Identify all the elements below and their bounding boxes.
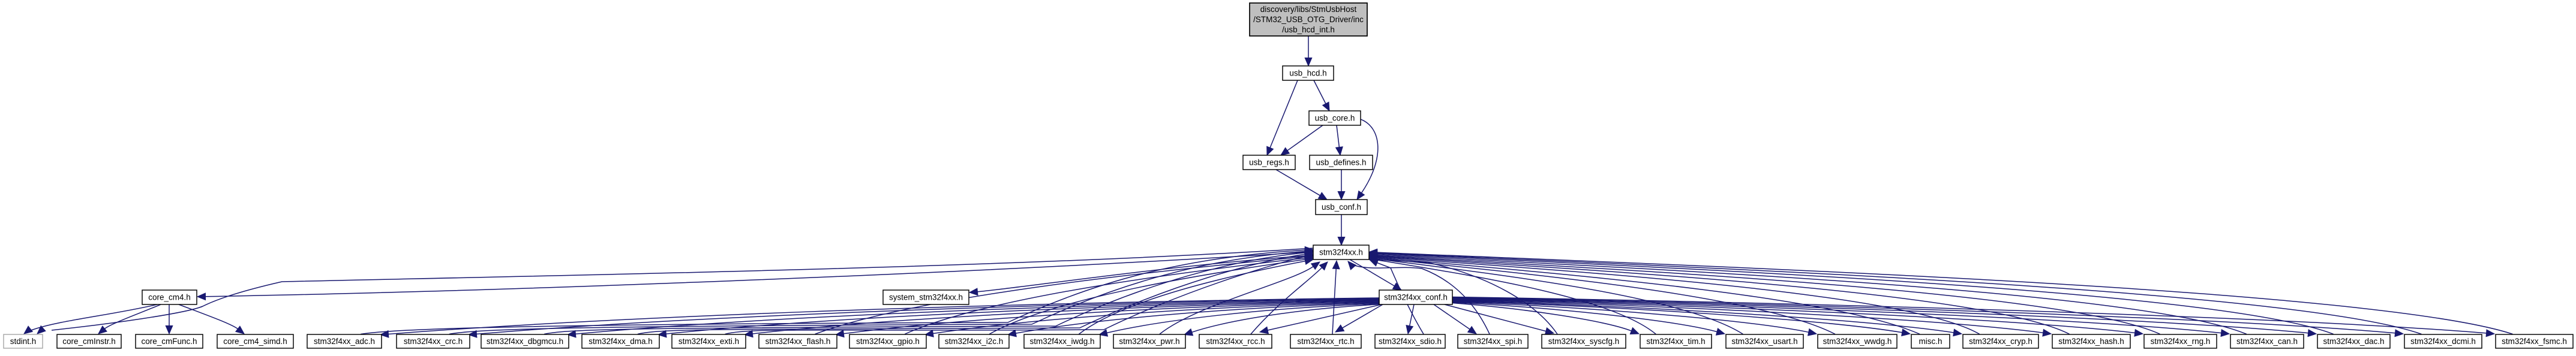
svg-text:discovery/libs/StmUsbHost: discovery/libs/StmUsbHost: [1260, 5, 1357, 14]
svg-text:/usb_hcd_int.h: /usb_hcd_int.h: [1282, 25, 1335, 34]
svg-text:stm32f4xx_usart.h: stm32f4xx_usart.h: [1731, 337, 1797, 346]
svg-text:stdint.h: stdint.h: [10, 337, 37, 346]
svg-text:stm32f4xx_conf.h: stm32f4xx_conf.h: [1384, 293, 1448, 302]
svg-text:core_cmFunc.h: core_cmFunc.h: [141, 337, 197, 346]
svg-text:stm32f4xx_exti.h: stm32f4xx_exti.h: [678, 337, 739, 346]
svg-text:usb_core.h: usb_core.h: [1315, 114, 1355, 123]
svg-text:core_cm4_simd.h: core_cm4_simd.h: [223, 337, 287, 346]
svg-text:usb_hcd.h: usb_hcd.h: [1289, 69, 1326, 78]
svg-text:core_cm4.h: core_cm4.h: [148, 293, 191, 302]
svg-text:stm32f4xx_dbgmcu.h: stm32f4xx_dbgmcu.h: [487, 337, 563, 346]
svg-text:stm32f4xx_dcmi.h: stm32f4xx_dcmi.h: [2410, 337, 2476, 346]
svg-text:stm32f4xx_wwdg.h: stm32f4xx_wwdg.h: [1823, 337, 1892, 346]
svg-text:usb_conf.h: usb_conf.h: [1322, 203, 1361, 212]
svg-text:stm32f4xx_cryp.h: stm32f4xx_cryp.h: [1969, 337, 2032, 346]
svg-text:misc.h: misc.h: [1919, 337, 1942, 346]
svg-text:/STM32_USB_OTG_Driver/inc: /STM32_USB_OTG_Driver/inc: [1253, 15, 1364, 24]
svg-text:stm32f4xx_sdio.h: stm32f4xx_sdio.h: [1379, 337, 1442, 346]
svg-text:stm32f4xx_spi.h: stm32f4xx_spi.h: [1464, 337, 1523, 346]
svg-text:stm32f4xx_rng.h: stm32f4xx_rng.h: [2151, 337, 2211, 346]
svg-text:stm32f4xx_rcc.h: stm32f4xx_rcc.h: [1206, 337, 1265, 346]
svg-text:stm32f4xx_i2c.h: stm32f4xx_i2c.h: [945, 337, 1004, 346]
svg-text:stm32f4xx_rtc.h: stm32f4xx_rtc.h: [1297, 337, 1354, 346]
svg-text:stm32f4xx_tim.h: stm32f4xx_tim.h: [1646, 337, 1705, 346]
svg-text:stm32f4xx_iwdg.h: stm32f4xx_iwdg.h: [1029, 337, 1094, 346]
svg-text:system_stm32f4xx.h: system_stm32f4xx.h: [889, 293, 963, 302]
svg-text:stm32f4xx_hash.h: stm32f4xx_hash.h: [2058, 337, 2124, 346]
svg-text:stm32f4xx_flash.h: stm32f4xx_flash.h: [765, 337, 831, 346]
svg-text:stm32f4xx.h: stm32f4xx.h: [1319, 248, 1363, 257]
svg-text:stm32f4xx_pwr.h: stm32f4xx_pwr.h: [1119, 337, 1179, 346]
svg-text:stm32f4xx_can.h: stm32f4xx_can.h: [2236, 337, 2298, 346]
svg-text:usb_regs.h: usb_regs.h: [1249, 158, 1289, 167]
svg-text:stm32f4xx_crc.h: stm32f4xx_crc.h: [404, 337, 463, 346]
svg-text:stm32f4xx_dma.h: stm32f4xx_dma.h: [589, 337, 653, 346]
svg-text:usb_defines.h: usb_defines.h: [1316, 158, 1366, 167]
svg-text:stm32f4xx_syscfg.h: stm32f4xx_syscfg.h: [1548, 337, 1620, 346]
svg-text:stm32f4xx_gpio.h: stm32f4xx_gpio.h: [856, 337, 920, 346]
svg-text:stm32f4xx_dac.h: stm32f4xx_dac.h: [2323, 337, 2384, 346]
svg-text:stm32f4xx_fsmc.h: stm32f4xx_fsmc.h: [2502, 337, 2567, 346]
svg-text:core_cmInstr.h: core_cmInstr.h: [62, 337, 116, 346]
svg-text:stm32f4xx_adc.h: stm32f4xx_adc.h: [314, 337, 375, 346]
